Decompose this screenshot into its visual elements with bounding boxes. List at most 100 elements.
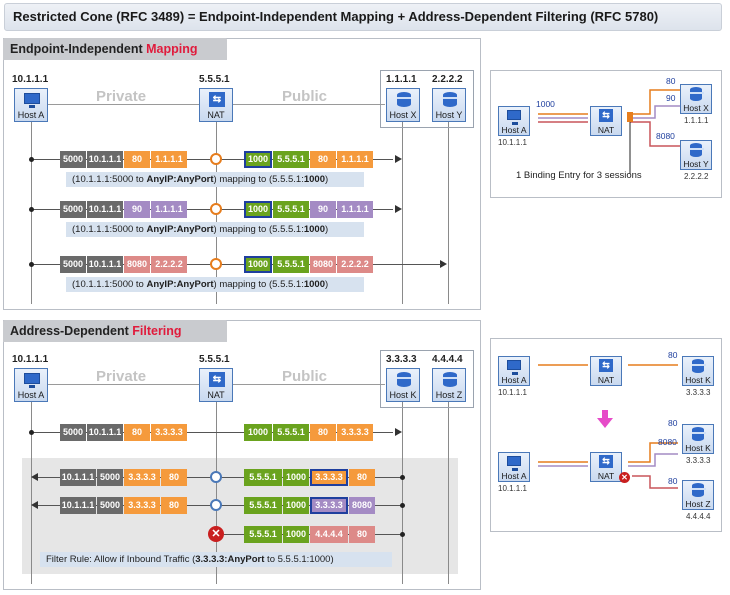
database-icon (692, 427, 706, 441)
mapping-row-line-ext (393, 264, 441, 265)
packet-in-port: 1000 (283, 526, 309, 543)
ip-host-y: 2.2.2.2 (432, 74, 463, 85)
packet-src-port: 8080 (349, 497, 375, 514)
mini-f2-port-80b: 80 (668, 476, 678, 486)
zone-public-f: Public (282, 368, 328, 385)
nat-translate-icon (210, 203, 222, 215)
private-link-f (48, 384, 200, 385)
mini-f2-ip-host-k: 3.3.3.3 (686, 456, 711, 465)
servers-frame-f (380, 350, 474, 408)
mini-f2-host-z: Host Z (682, 480, 714, 510)
computer-icon (24, 93, 40, 108)
pink-down-arrow (597, 418, 613, 428)
mini-f-ip-host-a: 10.1.1.1 (498, 388, 527, 397)
host-a-node: Host A (14, 88, 48, 122)
nat-node-f: ⇆NAT (199, 368, 233, 402)
host-x-line (402, 120, 403, 304)
filtering-mini-links (538, 364, 678, 489)
packet-nat-ip: 5.5.5.1 (273, 151, 309, 168)
mini-f2-ip-host-z: 4.4.4.4 (686, 512, 711, 521)
mini-block-icon: ✕ (619, 472, 630, 483)
mini-host-y: Host Y (680, 140, 712, 170)
nat-filter-icon (210, 499, 222, 511)
mini-port-90: 90 (666, 93, 676, 103)
nat-node: ⇆NAT (199, 88, 233, 122)
packet-src-ip: 3.3.3.3 (310, 497, 348, 514)
mapping-tab-highlight: Mapping (146, 42, 198, 56)
outbound-line (33, 432, 393, 433)
filtering-tab-highlight: Filtering (132, 324, 182, 338)
database-icon (397, 372, 411, 387)
mini-port-8080: 8080 (656, 131, 675, 141)
inbound-arrow (31, 473, 38, 481)
pink-arrow-stem (602, 410, 608, 418)
mini-f-ip-host-k: 3.3.3.3 (686, 388, 711, 397)
servers-frame (380, 70, 474, 128)
packet-in-port: 1000 (283, 469, 309, 486)
packet-nat-ip: 5.5.5.1 (273, 424, 309, 441)
nat-arrows-icon: ⇆ (599, 359, 613, 372)
title-bar: Restricted Cone (RFC 3489) = Endpoint-In… (4, 3, 722, 31)
mapping-mini-links (538, 89, 680, 174)
packet-in-port: 1000 (283, 497, 309, 514)
packet-dst-ip: 1.1.1.1 (151, 201, 187, 218)
packet-nat-port: 1000 (244, 151, 272, 168)
nat-arrows-icon: ⇆ (209, 92, 225, 107)
mini-ip-host-x: 1.1.1.1 (684, 116, 709, 125)
mini-f-port-80: 80 (668, 350, 678, 360)
computer-icon (507, 110, 521, 125)
host-x-node: Host X (386, 88, 420, 122)
packet-from-ip: 3.3.3.3 (124, 497, 160, 514)
packet-dst-port: 80 (124, 424, 150, 441)
packet-src-ip: 10.1.1.1 (87, 201, 123, 218)
mini-f2-host-a: Host A (498, 452, 530, 482)
mapping-caption: (10.1.1.1:5000 to AnyIP:AnyPort) mapping… (66, 277, 364, 292)
mapping-tab-prefix: Endpoint-Independent (10, 42, 147, 56)
inbound-start-dot (400, 475, 405, 480)
packet-dst-ip: 3.3.3.3 (151, 424, 187, 441)
mini-nat: ⇆NAT (590, 106, 622, 136)
packet-to-port: 5000 (97, 497, 123, 514)
outbound-arrow (395, 428, 402, 436)
host-a-node-f: Host A (14, 368, 48, 402)
ip-nat: 5.5.5.1 (199, 74, 230, 85)
mini-f2-port-80: 80 (668, 418, 678, 428)
nat-arrows-icon: ⇆ (209, 372, 225, 387)
filtering-tab: Address-Dependent Filtering (3, 320, 227, 342)
nat-arrows-icon: ⇆ (599, 455, 613, 468)
mini-ip-host-a: 10.1.1.1 (498, 138, 527, 147)
packet-src-ip: 10.1.1.1 (87, 424, 123, 441)
packet-src-port: 5000 (60, 201, 86, 218)
packet-out-ip: 1.1.1.1 (337, 151, 373, 168)
packet-out-port: 8080 (310, 256, 336, 273)
packet-src-port: 80 (349, 526, 375, 543)
host-a-line-f (31, 400, 32, 584)
mini-host-x: Host X (680, 84, 712, 114)
zone-private-f: Private (96, 368, 147, 385)
mapping-caption: (10.1.1.1:5000 to AnyIP:AnyPort) mapping… (66, 222, 364, 237)
host-y-node: Host Y (432, 88, 466, 122)
packet-out-ip: 1.1.1.1 (337, 201, 373, 218)
packet-nat-port: 1000 (244, 201, 272, 218)
mini-port-in: 1000 (536, 99, 555, 109)
packet-to-ip: 10.1.1.1 (60, 497, 96, 514)
mapping-tab: Endpoint-Independent Mapping (3, 38, 227, 60)
packet-to-port: 5000 (97, 469, 123, 486)
private-link (48, 104, 200, 105)
inbound-start-dot (400, 503, 405, 508)
database-icon (443, 92, 457, 107)
nat-translate-icon (210, 153, 222, 165)
mini-f-host-k: Host K (682, 356, 714, 386)
packet-from-port: 80 (161, 497, 187, 514)
packet-src-port: 5000 (60, 424, 86, 441)
binding-marker (627, 112, 633, 122)
packet-src-ip: 10.1.1.1 (87, 256, 123, 273)
host-z-node: Host Z (432, 368, 466, 402)
database-icon (690, 87, 704, 101)
computer-icon (507, 360, 521, 375)
database-icon (443, 372, 457, 387)
packet-dst-port: 80 (124, 151, 150, 168)
packet-dst-port: 90 (124, 201, 150, 218)
public-link-f (233, 384, 385, 385)
mapping-caption: (10.1.1.1:5000 to AnyIP:AnyPort) mapping… (66, 172, 364, 187)
